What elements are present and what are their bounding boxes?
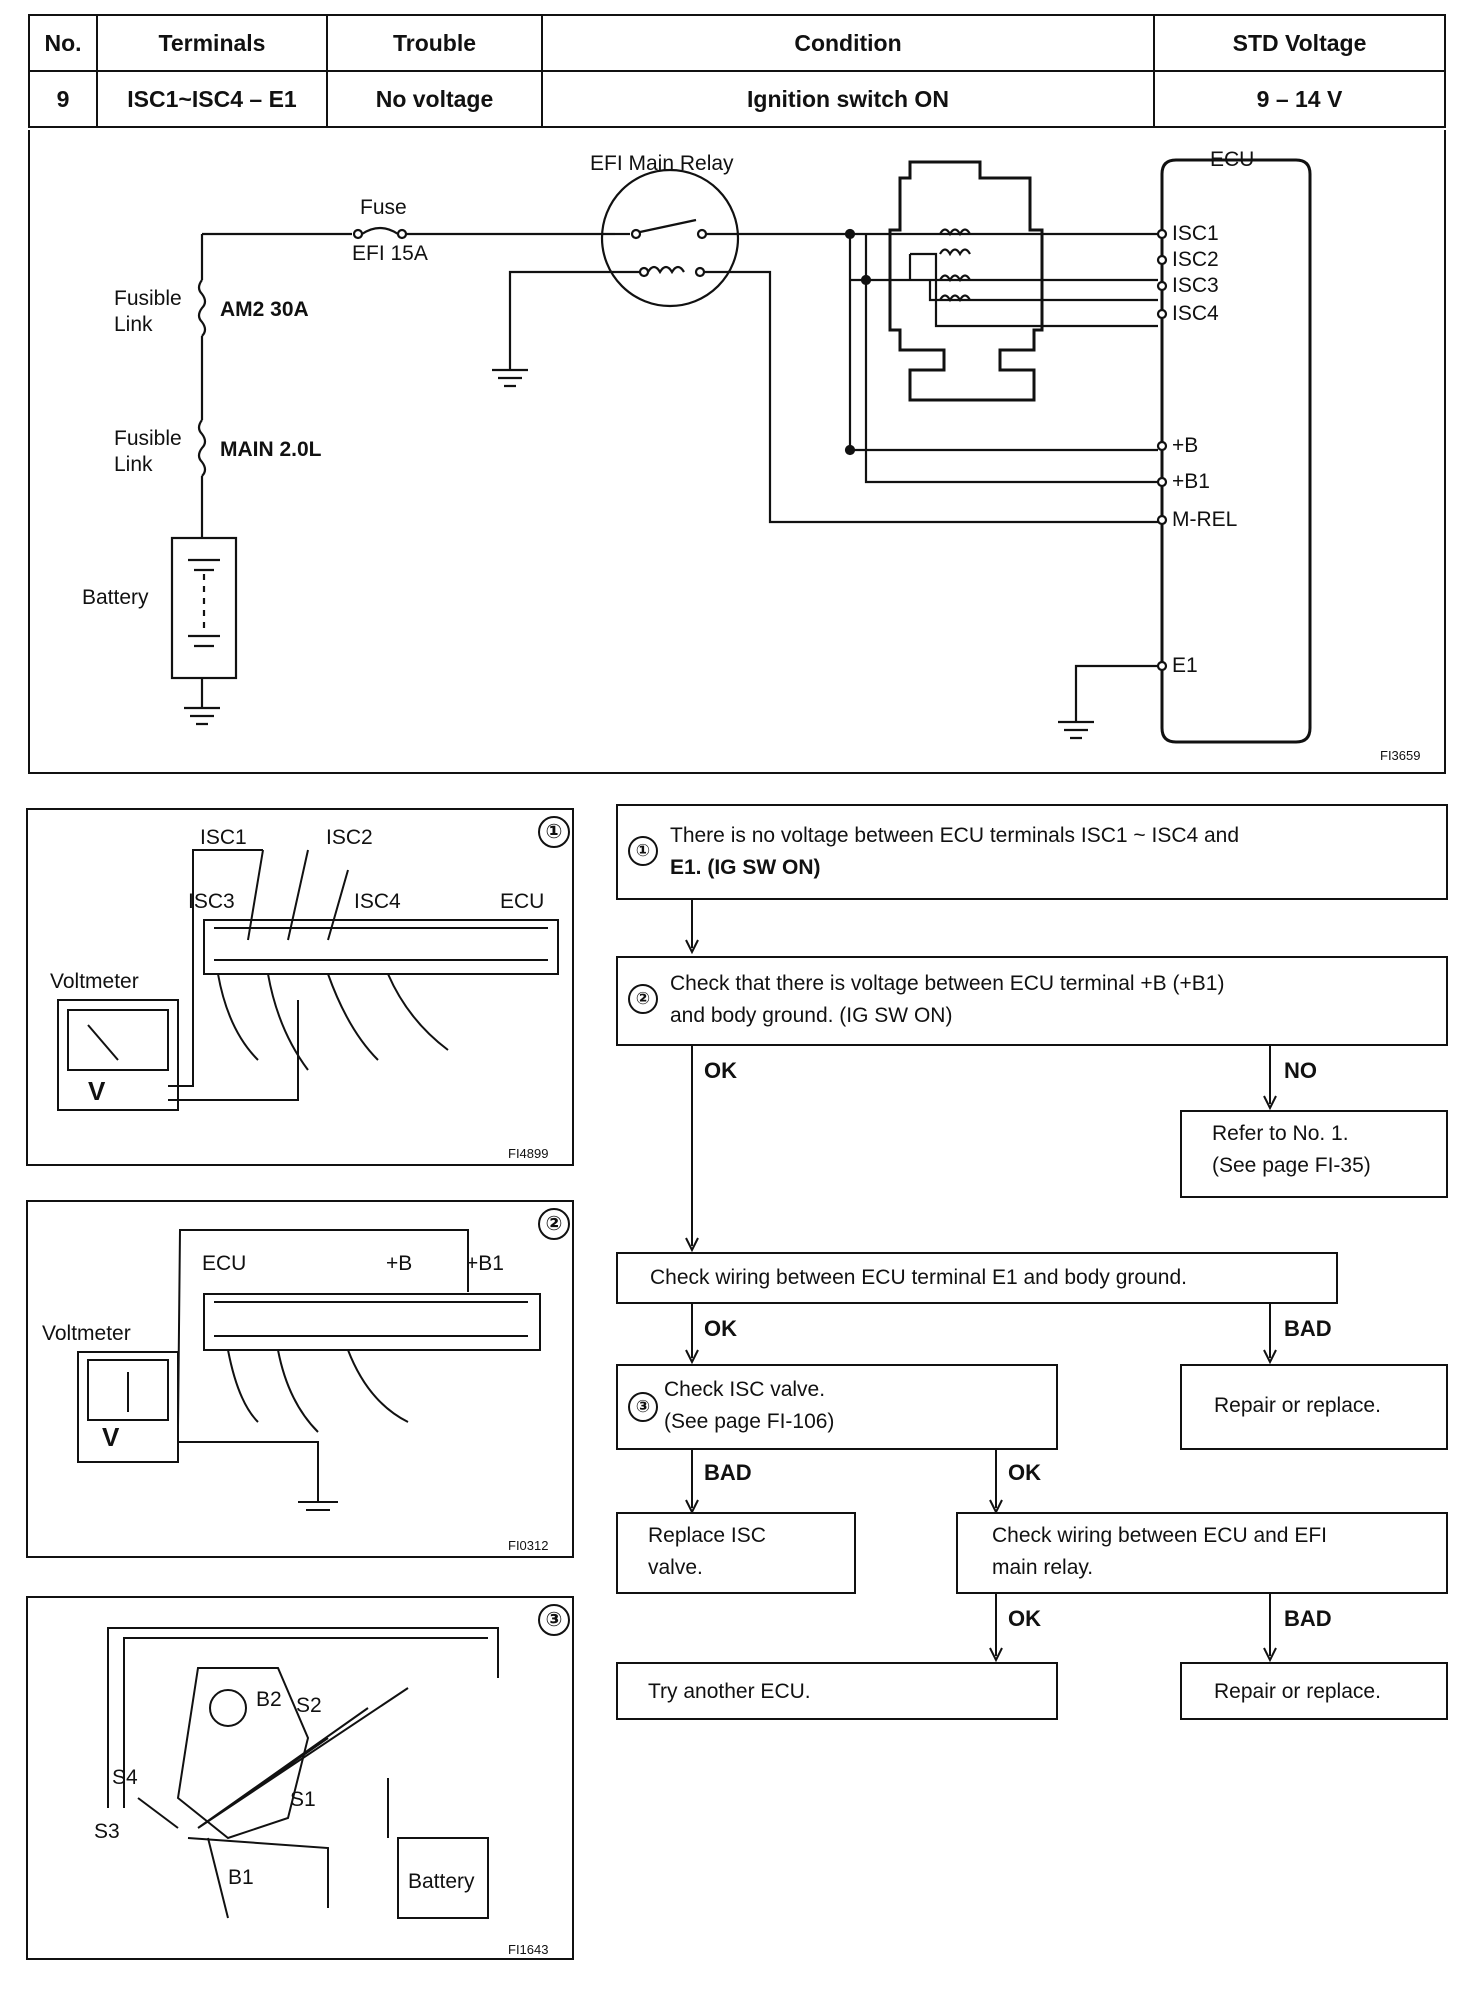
wiring-relay-bad-label: BAD (1284, 1606, 1332, 1631)
repair-1-text: Repair or replace. (1214, 1394, 1381, 1417)
refer-line2: (See page FI-35) (1212, 1154, 1371, 1177)
fusible-link-2-value: MAIN 2.0L (220, 438, 322, 461)
ill3-b2: B2 (256, 1688, 282, 1711)
illustration-1-code: FI4899 (508, 1146, 549, 1161)
wiring-e1-box: Check wiring between ECU terminal E1 and… (616, 1252, 1338, 1304)
terminal-isc2: ISC2 (1172, 248, 1219, 271)
ill1-isc1: ISC1 (200, 826, 247, 849)
illustration-1-drawing (57, 849, 559, 1111)
replace-isc-line1: Replace ISC (648, 1524, 766, 1547)
cell-no: 9 (28, 70, 98, 128)
ill2-voltmeter: Voltmeter (42, 1322, 131, 1345)
spec-table: No. Terminals Trouble Condition STD Volt… (28, 14, 1446, 128)
step2-line1: Check that there is voltage between ECU … (670, 972, 1225, 995)
ill3-b1: B1 (228, 1866, 254, 1889)
step2-box: ② Check that there is voltage between EC… (616, 956, 1448, 1046)
illustration-1: ① ISC1 ISC2 ISC3 ISC4 ECU Voltmeter V FI… (26, 808, 574, 1166)
replace-isc-line2: valve. (648, 1556, 703, 1579)
step1-number: ① (628, 836, 658, 866)
fusible-link-1-label: Fusible Link (114, 287, 182, 336)
repair-box-2: Repair or replace. (1180, 1662, 1448, 1720)
ill1-voltmeter: Voltmeter (50, 970, 139, 993)
wiring-e1-ok-label: OK (704, 1316, 737, 1341)
ecu-label: ECU (1210, 148, 1255, 171)
illustration-3-number: ③ (538, 1604, 570, 1636)
wiring-e1-text: Check wiring between ECU terminal E1 and… (650, 1266, 1187, 1289)
step1-line2: E1. (IG SW ON) (670, 856, 821, 879)
ill1-isc2: ISC2 (326, 826, 373, 849)
step3-ok-label: OK (1008, 1460, 1041, 1485)
fuse-value: EFI 15A (352, 242, 428, 265)
illustration-2: ② ECU +B +B1 Voltmeter V FI0312 (26, 1200, 574, 1558)
wiring-e1-bad-label: BAD (1284, 1316, 1332, 1341)
fusible-link-2-label: Fusible Link (114, 427, 182, 476)
header-std-voltage: STD Voltage (1153, 14, 1446, 72)
illustration-3-code: FI1643 (508, 1942, 549, 1957)
step2-ok-label: OK (704, 1058, 737, 1083)
relay-label: EFI Main Relay (590, 152, 734, 175)
step3-number: ③ (628, 1392, 658, 1422)
ill3-battery: Battery (408, 1870, 475, 1893)
step2-number: ② (628, 984, 658, 1014)
ill3-s4: S4 (112, 1766, 138, 1789)
step2-no-label: NO (1284, 1058, 1317, 1083)
illustration-3: ③ B2 S2 S4 S1 S3 B1 Battery FI1643 (26, 1596, 574, 1960)
try-ecu-text: Try another ECU. (648, 1680, 811, 1703)
terminal-m-rel: M-REL (1172, 508, 1238, 531)
battery-label: Battery (82, 586, 149, 609)
repair-2-text: Repair or replace. (1214, 1680, 1381, 1703)
illustration-2-number: ② (538, 1208, 570, 1240)
header-no: No. (28, 14, 98, 72)
step1-line1: There is no voltage between ECU terminal… (670, 824, 1240, 847)
header-terminals: Terminals (96, 14, 328, 72)
replace-isc-box: Replace ISC valve. (616, 1512, 856, 1594)
ill3-s2: S2 (296, 1694, 322, 1717)
schematic-code: FI3659 (1380, 748, 1421, 763)
step1-box: ① There is no voltage between ECU termin… (616, 804, 1448, 900)
header-condition: Condition (541, 14, 1155, 72)
ill1-isc3: ISC3 (188, 890, 235, 913)
cell-condition: Ignition switch ON (541, 70, 1155, 128)
refer-box: Refer to No. 1. (See page FI-35) (1180, 1110, 1448, 1198)
wiring-schematic: Fuse EFI 15A EFI Main Relay Fusible Link… (28, 130, 1446, 774)
cell-terminals: ISC1~ISC4 – E1 (96, 70, 328, 128)
step3-box: ③ Check ISC valve. (See page FI-106) (616, 1364, 1058, 1450)
ill2-b1: +B1 (466, 1252, 504, 1275)
wiring-relay-line2: main relay. (992, 1556, 1094, 1579)
terminal-isc4: ISC4 (1172, 302, 1219, 325)
repair-box-1: Repair or replace. (1180, 1364, 1448, 1450)
ill2-b: +B (386, 1252, 413, 1275)
terminal-isc1: ISC1 (1172, 222, 1219, 245)
wiring-relay-box: Check wiring between ECU and EFI main re… (956, 1512, 1448, 1594)
ill3-s3: S3 (94, 1820, 120, 1843)
step3-line2: (See page FI-106) (664, 1410, 835, 1433)
ill2-ecu: ECU (202, 1252, 247, 1275)
ill3-s1: S1 (290, 1788, 316, 1811)
ill2-v: V (102, 1422, 120, 1452)
refer-line1: Refer to No. 1. (1212, 1122, 1349, 1145)
terminal-isc3: ISC3 (1172, 274, 1219, 297)
step3-line1: Check ISC valve. (664, 1378, 826, 1401)
terminal-b: +B (1172, 434, 1199, 457)
step3-bad-label: BAD (704, 1460, 752, 1485)
terminal-b1: +B1 (1172, 470, 1210, 493)
cell-std-voltage: 9 – 14 V (1153, 70, 1446, 128)
wiring-relay-ok-label: OK (1008, 1606, 1041, 1631)
header-trouble: Trouble (326, 14, 543, 72)
fusible-link-1-value: AM2 30A (220, 298, 309, 321)
schematic-lines (170, 158, 1312, 744)
wiring-relay-line1: Check wiring between ECU and EFI (992, 1524, 1327, 1547)
ill1-ecu: ECU (500, 890, 545, 913)
illustration-3-drawing (107, 1627, 499, 1919)
try-ecu-box: Try another ECU. (616, 1662, 1058, 1720)
step2-line2: and body ground. (IG SW ON) (670, 1004, 953, 1027)
illustration-2-code: FI0312 (508, 1538, 549, 1553)
ill1-isc4: ISC4 (354, 890, 401, 913)
fuse-label: Fuse (360, 196, 407, 219)
illustration-1-number: ① (538, 816, 570, 848)
terminal-e1: E1 (1172, 654, 1198, 677)
cell-trouble: No voltage (326, 70, 543, 128)
illustration-2-drawing (77, 1229, 541, 1511)
ill1-v: V (88, 1076, 106, 1106)
